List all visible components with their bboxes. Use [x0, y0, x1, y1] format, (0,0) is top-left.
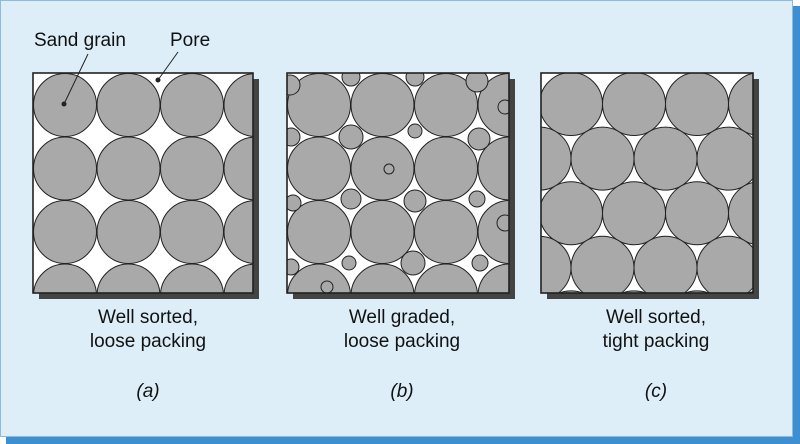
frame-shadow-right — [793, 6, 800, 444]
sand-grain — [414, 263, 478, 293]
small-grain — [341, 255, 357, 271]
sand-grain — [477, 136, 509, 201]
small-grain — [383, 163, 395, 175]
sand-grain — [792, 291, 800, 354]
sand-grain — [541, 181, 603, 246]
sand-grain — [728, 73, 753, 136]
sand-grain — [696, 126, 753, 191]
small-grain — [338, 124, 364, 150]
sand-grain — [760, 127, 800, 190]
sand-grain — [287, 263, 351, 293]
sand-grain — [96, 263, 161, 293]
small-grain — [287, 127, 301, 147]
small-grain — [467, 127, 491, 151]
sand-grain — [160, 200, 224, 264]
sand-grain — [223, 73, 253, 137]
sand-grain — [728, 181, 753, 245]
caption-c: Well sorted, tight packing — [556, 306, 756, 354]
sand-grain — [541, 126, 572, 191]
sand-grain — [96, 136, 161, 201]
small-grain — [496, 214, 509, 232]
small-grain — [403, 189, 427, 213]
sand-grain — [96, 200, 161, 264]
sand-grain — [223, 200, 253, 264]
small-grain — [465, 73, 489, 93]
caption-c-line1: Well sorted, — [606, 307, 706, 328]
small-grain — [287, 258, 300, 276]
panel-frame-c — [540, 72, 754, 294]
sand-grain — [570, 126, 635, 191]
small-grain — [471, 254, 489, 272]
caption-b: Well graded, loose packing — [302, 306, 502, 354]
pore-label: Pore — [170, 30, 211, 51]
small-grain — [340, 188, 362, 210]
sand-grain — [414, 200, 478, 264]
sand-grain — [350, 136, 415, 201]
pore-pointer-dot — [155, 77, 161, 83]
sand-grain — [633, 126, 698, 191]
caption-a: Well sorted, loose packing — [48, 306, 248, 354]
small-grain — [341, 73, 361, 87]
sand-grain-label: Sand grain — [34, 30, 126, 51]
panel-frame-a — [32, 72, 254, 294]
small-grain — [400, 250, 426, 276]
panel-letter-b: (b) — [390, 381, 414, 402]
sand-grain — [602, 181, 666, 246]
sand-grain — [160, 136, 224, 201]
sand-grain — [477, 263, 509, 293]
grain-group-b — [287, 73, 509, 293]
sand-grain — [760, 236, 800, 299]
panel-frame-b — [286, 72, 510, 294]
sand-grain — [792, 73, 800, 136]
sand-grain-pointer-dot — [61, 101, 67, 107]
pore-pointer — [157, 51, 179, 81]
sand-grain — [602, 73, 666, 136]
sand-grain-pointer — [63, 53, 89, 105]
sand-grain — [350, 263, 415, 293]
sand-grain — [570, 235, 635, 293]
sand-grain — [160, 73, 224, 137]
panel-letter-a: (a) — [136, 381, 160, 402]
small-grain — [405, 73, 425, 87]
sand-grain — [287, 136, 351, 201]
caption-b-line1: Well graded, — [348, 307, 456, 328]
sand-grain — [665, 73, 729, 136]
sand-grain — [350, 73, 415, 137]
small-grain — [407, 123, 423, 139]
sand-grain — [633, 235, 698, 293]
caption-a-line2: loose packing — [89, 331, 207, 352]
caption-b-line2: loose packing — [343, 331, 461, 352]
grain-group-c — [541, 73, 800, 354]
sand-grain — [96, 73, 161, 137]
sand-grain — [477, 73, 509, 137]
panel-letter-c: (c) — [644, 381, 668, 402]
sand-grain — [541, 73, 603, 136]
caption-c-line2: tight packing — [602, 331, 710, 352]
sand-grain — [33, 136, 97, 201]
small-grain — [497, 99, 509, 115]
sand-grain — [223, 136, 253, 201]
sand-grain — [665, 181, 729, 246]
small-grain — [320, 280, 334, 293]
sand-grain — [223, 263, 253, 293]
frame-shadow-bottom — [6, 437, 800, 444]
sand-grain — [33, 263, 97, 293]
small-grain — [287, 74, 301, 96]
caption-a-line1: Well sorted, — [98, 307, 198, 328]
sand-grain — [541, 235, 572, 293]
sand-grain — [160, 263, 224, 293]
sand-grain — [696, 235, 753, 293]
sand-grain — [414, 136, 478, 201]
small-grain — [287, 194, 302, 212]
sand-grain — [792, 182, 800, 245]
sand-grain — [33, 200, 97, 264]
small-grain — [468, 190, 486, 208]
